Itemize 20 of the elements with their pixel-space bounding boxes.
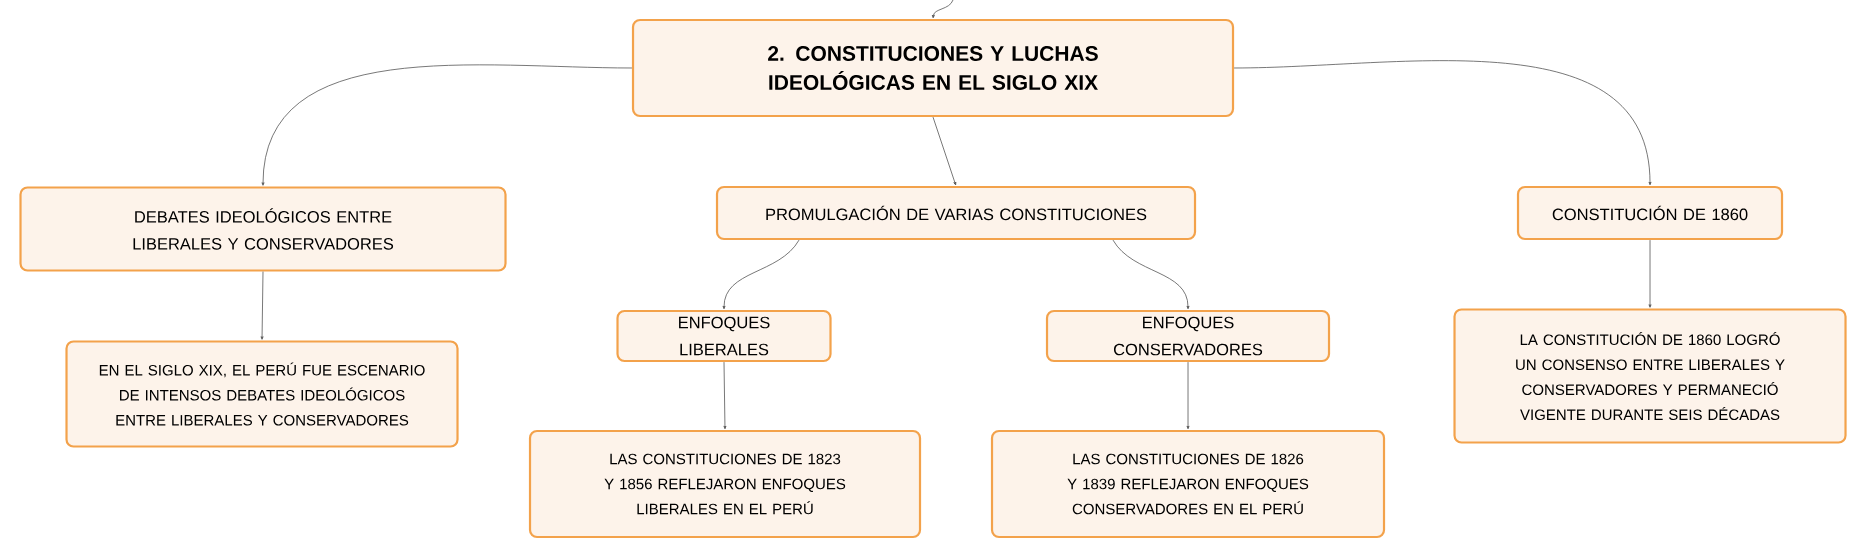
topic-box: ENFOQUES LIBERALES bbox=[616, 309, 832, 363]
topic-box: CONSTITUCIÓN DE 1860 bbox=[1516, 185, 1784, 241]
connector bbox=[932, 116, 957, 186]
connector bbox=[722, 239, 800, 310]
topic-box: 2. CONSTITUCIONES Y LUCHAS IDEOLÓGICAS EN EL SIGLO XIX bbox=[631, 18, 1235, 118]
topic-box: LAS CONSTITUCIONES DE 1823 Y 1856 REFLEJARON ENFOQUES LIBERALES EN EL PERÚ bbox=[528, 429, 922, 539]
topic-box: PROMULGACIÓN DE VARIAS CONSTITUCIONES bbox=[715, 185, 1197, 241]
topic-box: EN EL SIGLO XIX, EL PERÚ FUE ESCENARIO DE INTENSOS DEBATES IDEOLÓGICOS ENTRE LIBERALES Y CONSERVADORES bbox=[65, 340, 459, 448]
connector bbox=[260, 271, 264, 340]
connector bbox=[1648, 239, 1652, 308]
topic-box: DEBATES IDEOLÓGICOS ENTRE LIBERALES Y CONSERVADORES bbox=[19, 186, 507, 272]
topic-box: LAS CONSTITUCIONES DE 1826 Y 1839 REFLEJARON ENFOQUES CONSERVADORES EN EL PERÚ bbox=[990, 429, 1386, 539]
connector bbox=[261, 64, 633, 186]
connector bbox=[931, 0, 954, 19]
connector bbox=[1186, 361, 1190, 430]
connector bbox=[1233, 60, 1652, 186]
connector bbox=[1112, 239, 1190, 310]
topic-box: ENFOQUES CONSERVADORES bbox=[1045, 309, 1331, 363]
topic-box: LA CONSTITUCIÓN DE 1860 LOGRÓ UN CONSENSO ENTRE LIBERALES Y CONSERVADORES Y PERMANECIÓ VIGENTE DURANTE SEIS DÉCADAS bbox=[1453, 308, 1847, 444]
connector bbox=[723, 361, 727, 430]
